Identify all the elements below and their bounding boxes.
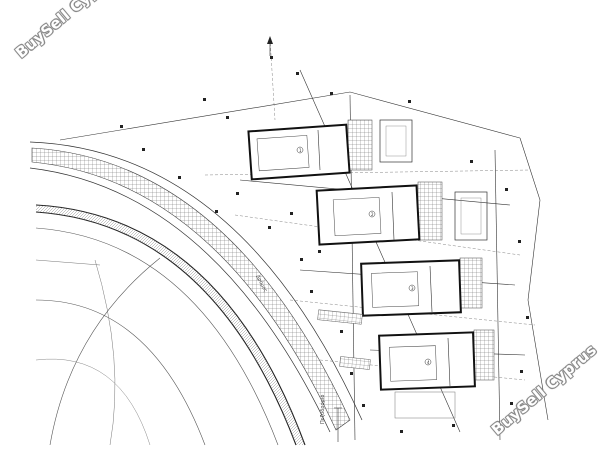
unit-1-room bbox=[256, 135, 310, 172]
unit-3-partition bbox=[429, 265, 433, 313]
curb-tile-fill bbox=[36, 205, 305, 445]
unit-1-pool bbox=[379, 119, 413, 163]
survey-marker bbox=[400, 430, 403, 433]
survey-marker bbox=[300, 258, 303, 261]
unit-3-wall bbox=[360, 259, 462, 317]
unit-4-terrace bbox=[394, 391, 456, 419]
unit-4-partition bbox=[447, 337, 451, 387]
unit-4-number: 4 bbox=[427, 360, 430, 365]
survey-marker bbox=[296, 72, 299, 75]
survey-marker bbox=[178, 176, 181, 179]
unit-4-marker bbox=[424, 358, 432, 366]
inner-arc-2 bbox=[35, 299, 206, 446]
unit-2-marker bbox=[368, 210, 376, 218]
unit-2-plan: 2 bbox=[315, 181, 488, 246]
survey-marker bbox=[236, 192, 239, 195]
survey-marker bbox=[142, 148, 145, 151]
survey-marker bbox=[452, 424, 455, 427]
inner-arc-4 bbox=[94, 259, 116, 446]
boundary-right bbox=[519, 137, 549, 421]
setback-1 bbox=[204, 169, 531, 176]
north-arrow-icon bbox=[267, 36, 273, 56]
setback-2 bbox=[234, 214, 521, 256]
unit-2-number: 2 bbox=[371, 212, 374, 217]
unit-2-pool bbox=[454, 191, 488, 241]
unit-4-hatch bbox=[473, 329, 495, 381]
survey-marker bbox=[408, 100, 411, 103]
survey-marker bbox=[350, 372, 353, 375]
boundary-footpath bbox=[494, 149, 501, 441]
survey-marker bbox=[470, 160, 473, 163]
survey-marker bbox=[120, 125, 123, 128]
unit-3-marker bbox=[408, 284, 416, 292]
unit-4-plan: 4 bbox=[378, 329, 495, 419]
unit-3-number: 3 bbox=[411, 286, 414, 291]
survey-marker bbox=[518, 240, 521, 243]
north-arrow-head bbox=[267, 36, 273, 44]
survey-marker bbox=[290, 212, 293, 215]
unit-1-hatch bbox=[347, 119, 373, 171]
unit-2-partition bbox=[391, 191, 395, 241]
north-line bbox=[269, 37, 276, 121]
unit-1-pool-inner bbox=[385, 125, 407, 157]
unit-4-room bbox=[389, 345, 437, 382]
unit-2-room bbox=[332, 197, 382, 237]
curved-road: Δρόμος Πεζοδρόμιο bbox=[29, 141, 363, 446]
survey-marker bbox=[310, 290, 313, 293]
survey-markers bbox=[120, 56, 529, 433]
survey-marker bbox=[270, 56, 273, 59]
edge-label: Πεζοδρόμιο bbox=[319, 395, 326, 424]
inner-arc-6 bbox=[35, 358, 151, 446]
unit-1-partition bbox=[317, 129, 321, 171]
survey-marker bbox=[330, 92, 333, 95]
unit-1-number: 1 bbox=[299, 148, 302, 153]
tiled-walkway-2 bbox=[339, 356, 371, 370]
survey-marker bbox=[520, 370, 523, 373]
unit-3-plan: 3 bbox=[360, 257, 483, 317]
scale-bar bbox=[334, 407, 342, 442]
inner-arc-5 bbox=[35, 259, 101, 266]
survey-marker bbox=[340, 330, 343, 333]
survey-marker bbox=[505, 188, 508, 191]
unit-1-wall bbox=[247, 123, 351, 181]
unit-3-room bbox=[371, 271, 419, 308]
survey-marker bbox=[318, 250, 321, 253]
survey-marker bbox=[526, 316, 529, 319]
tiled-walkway bbox=[317, 309, 363, 325]
survey-marker bbox=[510, 402, 513, 405]
inner-arc-3 bbox=[49, 257, 161, 446]
survey-marker bbox=[203, 98, 206, 101]
road-edge-outer bbox=[29, 141, 363, 421]
boundary-top bbox=[59, 91, 521, 141]
unit-2-pool-inner bbox=[460, 197, 482, 235]
inner-arc-1 bbox=[35, 227, 279, 446]
survey-marker bbox=[268, 226, 271, 229]
survey-marker bbox=[215, 210, 218, 213]
setback-3 bbox=[289, 299, 536, 326]
unit-1-plan: 1 bbox=[247, 119, 413, 181]
survey-marker bbox=[362, 404, 365, 407]
unit-2-wall bbox=[315, 184, 421, 246]
unit-2-hatch bbox=[417, 181, 443, 241]
unit-3-hatch bbox=[459, 257, 483, 309]
tiled-pavement-band bbox=[31, 147, 351, 431]
unit-1-marker bbox=[296, 146, 304, 154]
road-edge-inner bbox=[29, 167, 331, 433]
survey-marker bbox=[226, 116, 229, 119]
